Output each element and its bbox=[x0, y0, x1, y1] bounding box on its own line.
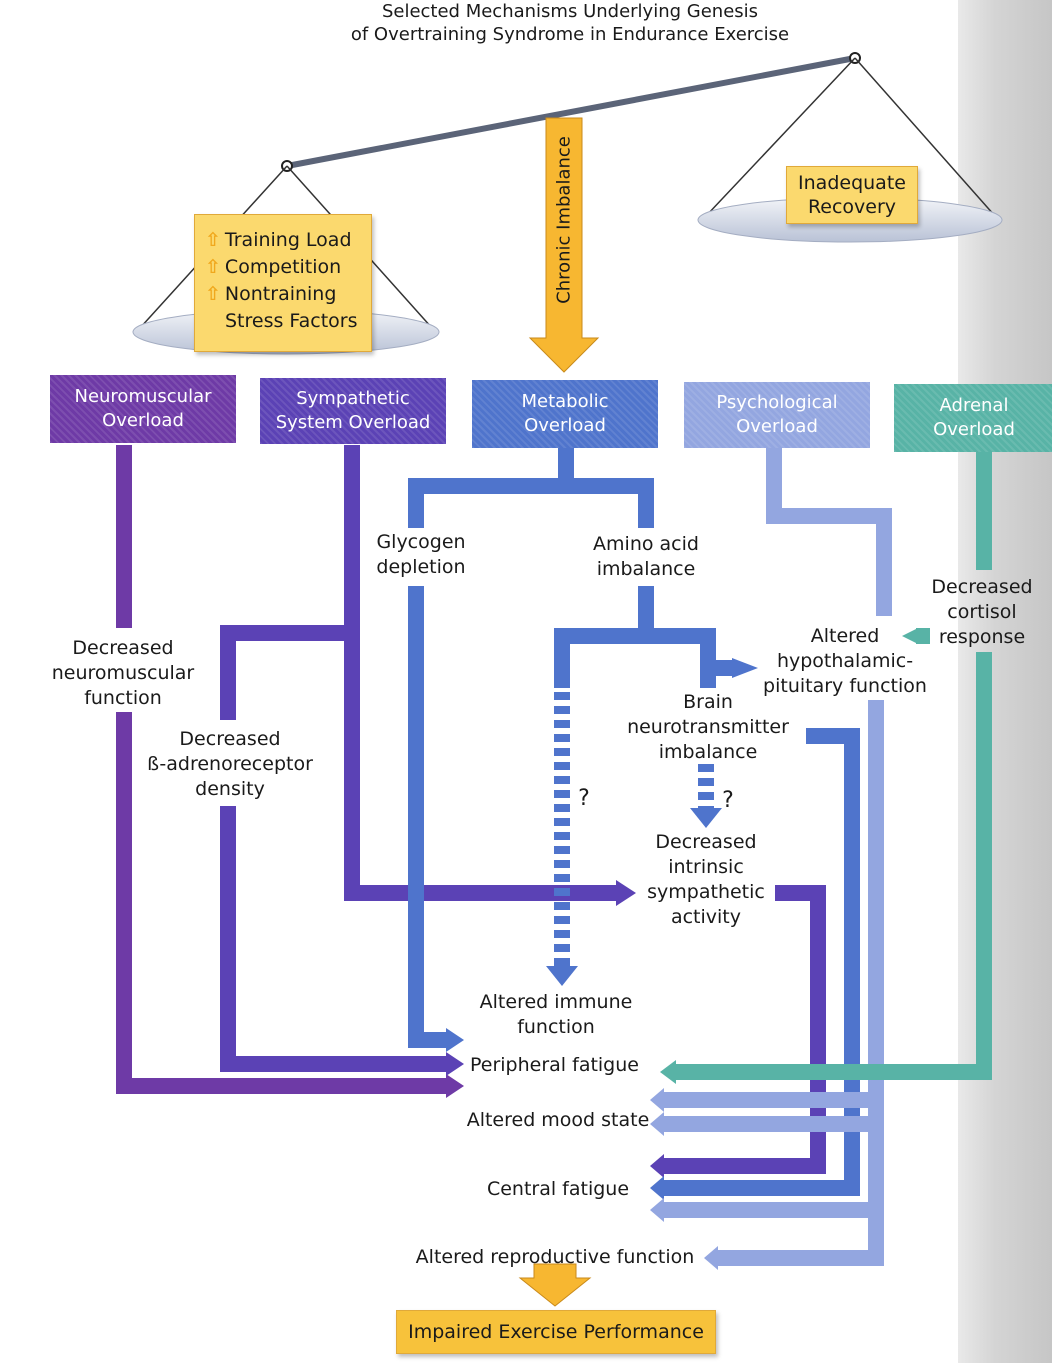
up-arrow-icon: ⇧ bbox=[205, 256, 221, 278]
adrenal-arrowhead-hpf bbox=[902, 628, 918, 644]
neuromuscular-arrowhead bbox=[446, 1074, 464, 1098]
sympathetic-arrowhead-peripheral bbox=[446, 1052, 464, 1076]
psych-arrowhead-reproductive bbox=[704, 1246, 718, 1270]
adrenal-arrowhead-peripheral bbox=[660, 1060, 676, 1084]
metabolic-arrowhead-hpf bbox=[732, 658, 758, 678]
metabolic-arrowhead-central bbox=[650, 1176, 664, 1200]
glycogen-depletion-label: Glycogen depletion bbox=[376, 531, 466, 578]
altered-mood-label: Altered mood state bbox=[466, 1109, 650, 1131]
metabolic-pathway bbox=[408, 448, 860, 1196]
neuromuscular-overload-box: Neuromuscular Overload bbox=[50, 375, 236, 443]
sympathetic-arrowhead-intrinsic bbox=[616, 880, 636, 906]
chronic-imbalance-label: Chronic Imbalance bbox=[553, 136, 575, 304]
psych-arrowhead-central bbox=[650, 1198, 664, 1222]
up-arrow-icon: ⇧ bbox=[205, 283, 221, 305]
peripheral-fatigue-label: Peripheral fatigue bbox=[470, 1054, 639, 1076]
adrenal-pathway bbox=[674, 452, 992, 1080]
metabolic-overload-box: Metabolic Overload bbox=[472, 380, 658, 448]
altered-reproductive-label: Altered reproductive function bbox=[415, 1246, 695, 1268]
diagram-title: Selected Mechanisms Underlying Genesis o… bbox=[350, 1, 790, 45]
adrenal-overload-box: Adrenal Overload bbox=[894, 384, 1052, 452]
sympathetic-pathway bbox=[220, 445, 826, 1174]
sympathetic-arrowhead-central bbox=[650, 1154, 664, 1178]
stress-item: ⇧Competition bbox=[205, 256, 342, 278]
question-mark-1: ? bbox=[578, 786, 590, 811]
amino-acid-imbalance-label: Amino acid imbalance bbox=[593, 533, 699, 580]
stress-item: ⇧Training Load bbox=[205, 229, 352, 251]
psych-arrowhead-mood2 bbox=[650, 1112, 664, 1136]
altered-hpf-label: Altered hypothalamic- pituitary function bbox=[763, 625, 927, 697]
final-arrow bbox=[518, 1263, 592, 1307]
intrinsic-arrowhead bbox=[690, 808, 722, 828]
stress-item: Stress Factors bbox=[225, 310, 358, 332]
inadequate-recovery-box: Inadequate Recovery bbox=[786, 166, 918, 224]
up-arrow-icon: ⇧ bbox=[205, 229, 221, 251]
impaired-performance-box: Impaired Exercise Performance bbox=[396, 1310, 716, 1354]
altered-immune-label: Altered immune function bbox=[479, 991, 633, 1038]
psychological-overload-box: Psychological Overload bbox=[684, 382, 870, 448]
central-fatigue-label: Central fatigue bbox=[486, 1178, 630, 1200]
brain-neurotransmitter-label: Brain neurotransmitter imbalance bbox=[627, 691, 789, 763]
psychological-pathway bbox=[662, 448, 892, 1266]
immune-arrowhead bbox=[546, 966, 578, 986]
decreased-beta-label: Decreased ß-adrenoreceptor density bbox=[147, 728, 313, 800]
sympathetic-overload-box: Sympathetic System Overload bbox=[260, 378, 446, 444]
stress-factors-box: ⇧Training Load ⇧Competition ⇧Nontraining… bbox=[194, 214, 372, 352]
scale-beam bbox=[286, 55, 856, 169]
neuromuscular-pathway bbox=[116, 445, 448, 1094]
chronic-imbalance-arrow bbox=[528, 117, 600, 373]
stress-item: ⇧Nontraining bbox=[205, 283, 337, 305]
metabolic-arrowhead-peripheral bbox=[446, 1028, 464, 1052]
decreased-sympathetic-label: Decreased intrinsic sympathetic activity bbox=[647, 831, 765, 928]
decreased-cortisol-label: Decreased cortisol response bbox=[931, 576, 1033, 648]
psych-arrowhead-mood bbox=[650, 1088, 664, 1112]
question-mark-2: ? bbox=[722, 788, 734, 813]
decreased-neuromuscular-label: Decreased neuromuscular function bbox=[51, 637, 195, 709]
